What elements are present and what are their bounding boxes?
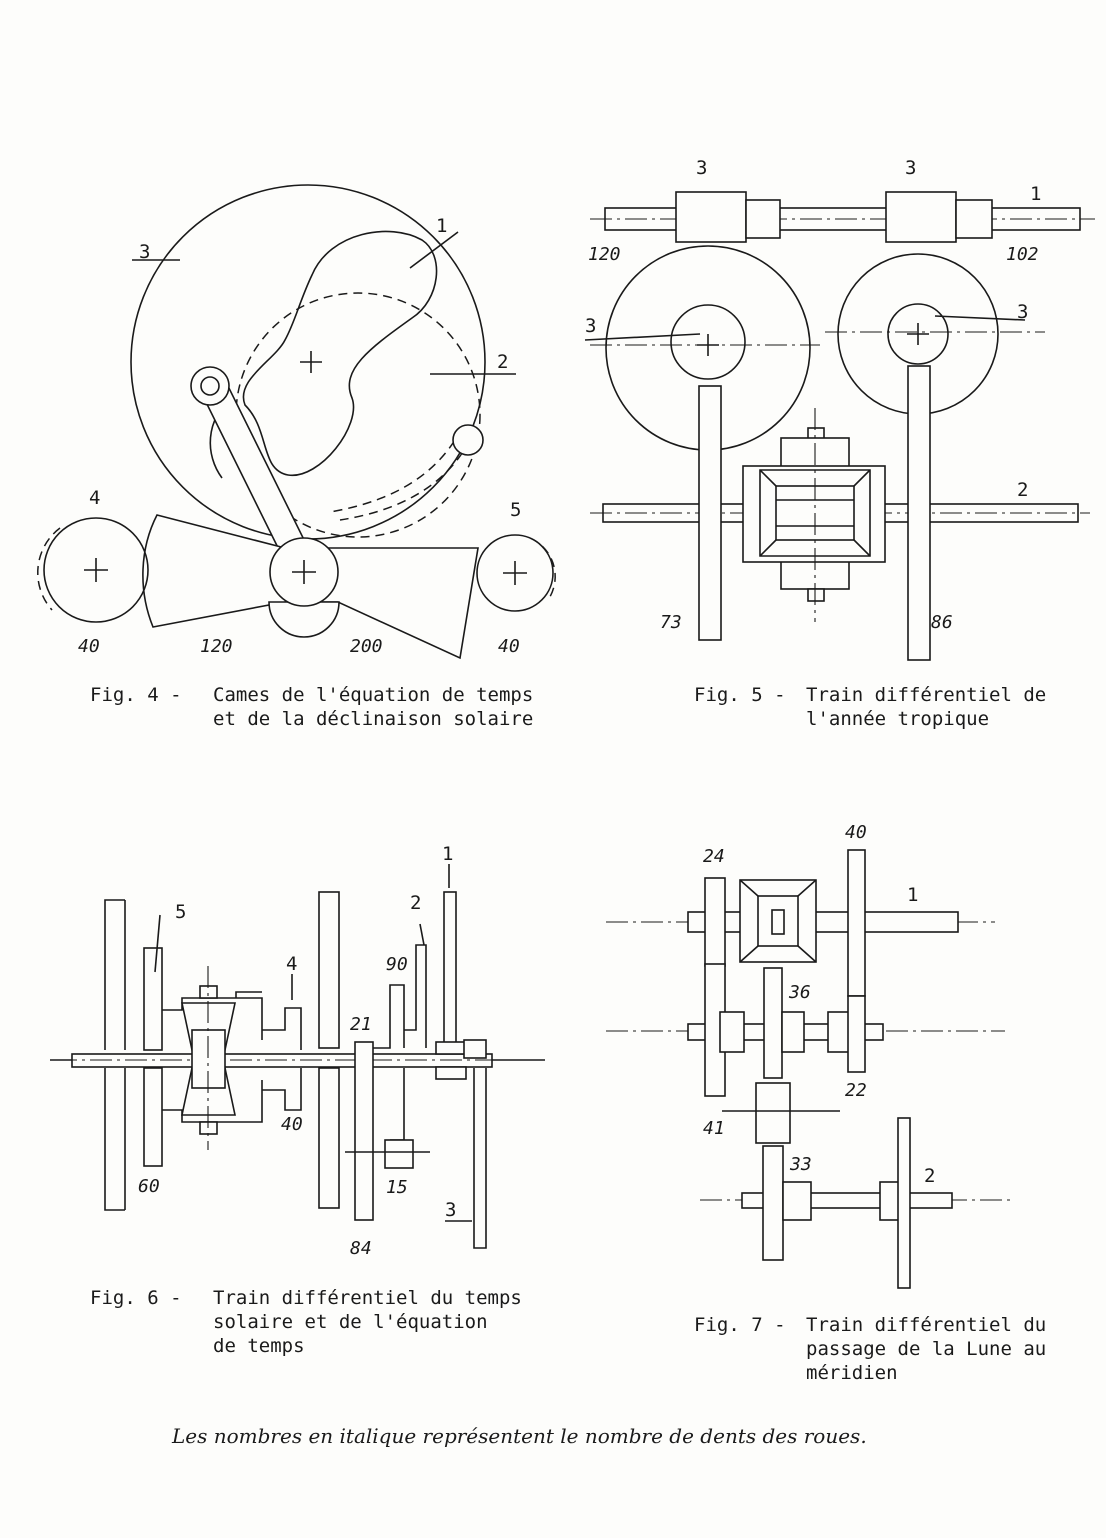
wheel-33 bbox=[762, 1145, 784, 1261]
fig6-caption-line3: de temps bbox=[213, 1335, 305, 1357]
figure-4-cams: 3 1 2 4 5 40 120 200 40 bbox=[37, 184, 556, 660]
plate-left bbox=[318, 891, 340, 1049]
fig4-teeth-40b: 40 bbox=[498, 636, 520, 657]
plate-left-lower bbox=[318, 1067, 340, 1209]
fig6-caption-line2: solaire et de l'équation bbox=[213, 1311, 488, 1333]
pinion-15 bbox=[384, 1139, 414, 1169]
sleeve-3b bbox=[885, 191, 957, 243]
fig6-label-4: 4 bbox=[286, 953, 297, 975]
fig7-teeth-33: 33 bbox=[789, 1154, 812, 1175]
fig6-teeth-60: 60 bbox=[138, 1176, 160, 1197]
cam-1 bbox=[242, 230, 438, 476]
fig5-teeth-73: 73 bbox=[660, 612, 682, 633]
fig4-teeth-120: 120 bbox=[200, 636, 233, 657]
wheel-24 bbox=[704, 877, 726, 967]
fig6-teeth-21: 21 bbox=[350, 1014, 372, 1035]
arm-73 bbox=[698, 385, 722, 641]
arm-86 bbox=[907, 365, 931, 661]
fig4-caption-line2: et de la déclinaison solaire bbox=[213, 708, 534, 730]
plate-right bbox=[443, 891, 457, 1049]
follower-path-dashed bbox=[329, 427, 463, 513]
fig5-teeth-120: 120 bbox=[588, 244, 621, 265]
fig6-teeth-15: 15 bbox=[386, 1177, 408, 1198]
fig4-label-4: 4 bbox=[89, 487, 100, 509]
figure-7-moon-meridian: 1 2 40 24 36 22 41 33 bbox=[606, 822, 1012, 1289]
fig7-caption-line1: Train différentiel du bbox=[806, 1314, 1047, 1336]
fig6-caption-number: Fig. 6 - bbox=[90, 1287, 182, 1309]
fig5-caption-number: Fig. 5 - bbox=[694, 684, 786, 706]
fig7-caption-number: Fig. 7 - bbox=[694, 1314, 786, 1336]
fig7-label-1: 1 bbox=[907, 884, 918, 906]
fig7-label-2: 2 bbox=[924, 1165, 935, 1187]
fig6-label-5: 5 bbox=[175, 901, 186, 923]
fig5-label-2: 2 bbox=[1017, 479, 1028, 501]
fig4-label-1: 1 bbox=[436, 215, 447, 237]
gear-5 bbox=[476, 534, 554, 612]
fig6-label-2: 2 bbox=[410, 892, 421, 914]
fig4-caption-number: Fig. 4 - bbox=[90, 684, 182, 706]
roller-follower bbox=[452, 424, 484, 456]
fig5-teeth-86: 86 bbox=[931, 612, 953, 633]
fig7-teeth-40: 40 bbox=[845, 822, 867, 843]
fig4-teeth-40a: 40 bbox=[78, 636, 100, 657]
figure-6-solar-time: 5 4 2 1 3 90 21 40 60 15 84 bbox=[50, 843, 545, 1259]
fig5-label-3c: 3 bbox=[585, 315, 596, 337]
pinion-41 bbox=[755, 1082, 791, 1144]
fig5-label-3a: 3 bbox=[696, 157, 707, 179]
fig4-teeth-200: 200 bbox=[350, 636, 383, 657]
wheel-60-bottom bbox=[143, 1067, 163, 1167]
fig5-label-1: 1 bbox=[1030, 183, 1041, 205]
fig5-teeth-102: 102 bbox=[1006, 244, 1039, 265]
fig4-label-2: 2 bbox=[497, 351, 508, 373]
fig7-teeth-36: 36 bbox=[788, 982, 811, 1003]
gear-4 bbox=[43, 517, 149, 623]
fig6-label-1: 1 bbox=[442, 843, 453, 865]
footnote-italic-numbers: Les nombres en italique représentent le … bbox=[172, 1424, 867, 1448]
fig7-caption-line2: passage de la Lune au bbox=[806, 1338, 1047, 1360]
fig6-teeth-90: 90 bbox=[386, 954, 408, 975]
wheel-40 bbox=[847, 849, 866, 997]
fig4-caption-line1: Cames de l'équation de temps bbox=[213, 684, 534, 706]
fig6-teeth-84: 84 bbox=[350, 1238, 372, 1259]
fig7-caption-line3: méridien bbox=[806, 1362, 898, 1384]
wheel-22 bbox=[847, 995, 866, 1073]
wheel-60-top bbox=[143, 947, 163, 1051]
fig6-caption-line1: Train différentiel du temps bbox=[213, 1287, 522, 1309]
fig7-teeth-24: 24 bbox=[703, 846, 725, 867]
fig6-label-3: 3 bbox=[445, 1199, 456, 1221]
sleeve-3a bbox=[675, 191, 747, 243]
wheel-84 bbox=[354, 1041, 374, 1221]
fig4-label-3: 3 bbox=[139, 241, 150, 263]
fig7-teeth-22: 22 bbox=[845, 1080, 867, 1101]
fig5-label-3d: 3 bbox=[1017, 301, 1028, 323]
fig5-caption-line1: Train différentiel de bbox=[806, 684, 1047, 706]
fig4-label-5: 5 bbox=[510, 499, 521, 521]
wheel-36 bbox=[763, 967, 783, 1079]
shaft-1 bbox=[687, 911, 959, 933]
fig5-caption-line2: l'année tropique bbox=[806, 708, 990, 730]
fig7-teeth-41: 41 bbox=[703, 1118, 725, 1139]
fig6-teeth-40: 40 bbox=[281, 1114, 303, 1135]
figure-5-tropical-year: 3 3 1 3 3 2 120 102 73 86 bbox=[584, 157, 1095, 661]
wheel-2-fig7 bbox=[897, 1117, 911, 1289]
fig5-label-3b: 3 bbox=[905, 157, 916, 179]
